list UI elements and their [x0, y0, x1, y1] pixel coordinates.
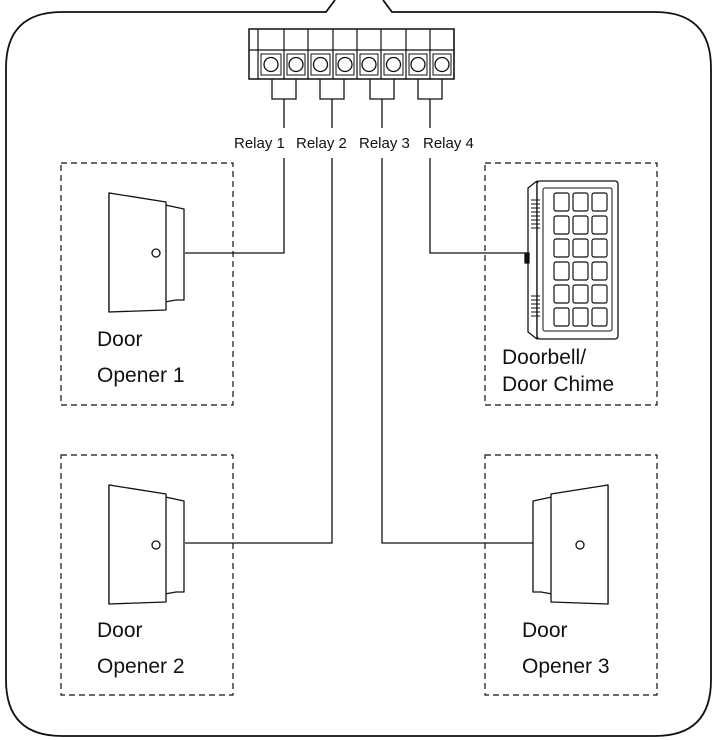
chime-key	[591, 192, 608, 212]
door-opener-2-label-line2: Opener 2	[97, 655, 185, 678]
relay-1-label: Relay 1	[234, 135, 285, 152]
relay-2-bracket	[319, 79, 345, 100]
enclosure-outline	[5, 0, 712, 737]
doorbell-label-line2: Door Chime	[502, 373, 614, 396]
chime-key	[553, 238, 570, 258]
door-opener-2-box	[60, 454, 234, 696]
door-opener-1-label-line2: Opener 1	[97, 364, 185, 387]
door-opener-1-label-line1: Door	[97, 328, 143, 351]
relay-1-bracket	[271, 79, 297, 100]
relay-2-wire	[185, 158, 333, 544]
door-icon	[108, 192, 185, 313]
terminal-screw	[410, 56, 426, 73]
chime-key	[553, 215, 570, 235]
terminal-screw	[361, 56, 377, 73]
relay-4-wire	[429, 158, 528, 254]
terminal-screw	[263, 56, 279, 73]
relay-3-bracket	[369, 79, 395, 100]
chime-key	[572, 307, 589, 327]
relay-wiring	[185, 79, 537, 544]
chime-key	[591, 261, 608, 281]
terminal-screw	[337, 56, 353, 73]
relay-3-label: Relay 3	[359, 135, 410, 152]
doorbell-label-line1: Doorbell/	[502, 346, 586, 369]
chime-key	[572, 192, 589, 212]
door-opener-2-label-line1: Door	[97, 619, 143, 642]
chime-key	[591, 215, 608, 235]
chime-key	[572, 215, 589, 235]
terminal-screw	[312, 56, 329, 73]
doorbell-box	[484, 162, 658, 406]
chime-key	[553, 261, 570, 281]
chime-key	[572, 238, 589, 258]
door-opener-1-box	[60, 162, 234, 406]
door-opener-3-label-line2: Opener 3	[522, 655, 610, 678]
chime-key	[553, 284, 570, 304]
terminal-screw	[288, 56, 304, 73]
terminal-block-icon	[248, 28, 455, 80]
chime-key	[591, 238, 608, 258]
door-chime-icon	[524, 180, 619, 340]
terminal-screw	[385, 56, 402, 73]
chime-key	[553, 307, 570, 327]
chime-key	[553, 192, 570, 212]
relay-2-label: Relay 2	[296, 135, 347, 152]
relay-1-wire	[185, 158, 285, 254]
door-icon	[108, 484, 185, 605]
chime-connector	[524, 252, 530, 264]
chime-key	[572, 284, 589, 304]
chime-key	[572, 261, 589, 281]
terminal-screw	[434, 56, 450, 73]
relay-4-label: Relay 4	[423, 135, 474, 152]
relay-4-bracket	[417, 79, 443, 100]
door-opener-3-box	[484, 454, 658, 696]
chime-key	[591, 307, 608, 327]
door-icon	[532, 484, 609, 605]
chime-key	[591, 284, 608, 304]
door-opener-3-label-line1: Door	[522, 619, 568, 642]
